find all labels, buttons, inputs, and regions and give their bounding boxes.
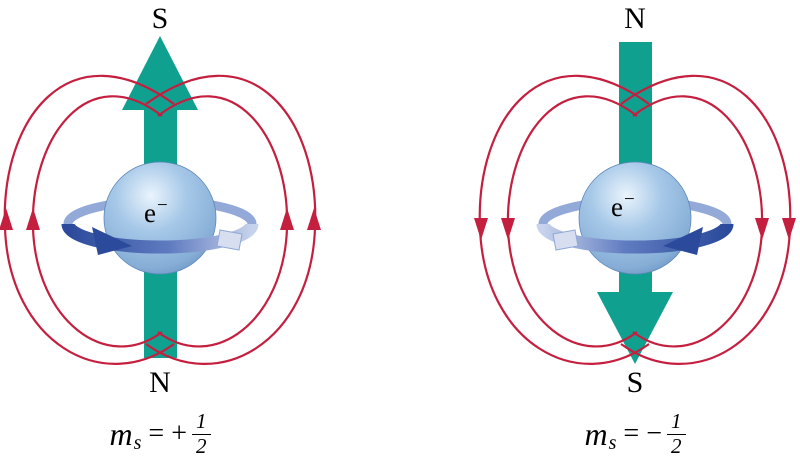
field-arrowhead-down-icon xyxy=(501,218,515,240)
fraction-denominator: 2 xyxy=(196,433,207,458)
ms-subscript: s xyxy=(133,431,142,454)
electron-label: e− xyxy=(144,195,168,228)
fraction: 1 2 xyxy=(192,409,211,458)
spin-ring-tab xyxy=(216,229,243,251)
electron-label: e− xyxy=(611,189,635,222)
field-arrowhead-up-icon xyxy=(26,208,40,230)
electron-sphere xyxy=(103,161,217,275)
ms-variable: m xyxy=(109,415,133,452)
panel-spin-up: e− S N xyxy=(0,2,321,399)
equals-sign: = xyxy=(148,418,165,449)
fraction-numerator: 1 xyxy=(667,409,686,435)
ms-subscript: s xyxy=(608,431,617,454)
pole-label-top: N xyxy=(624,2,646,35)
panel-spin-down: e− N S xyxy=(474,2,796,399)
fraction-numerator: 1 xyxy=(192,409,211,435)
electron-sphere xyxy=(578,161,692,275)
minus-sign: − xyxy=(646,418,662,449)
moment-arrowhead-down-icon xyxy=(597,292,673,364)
equals-sign: = xyxy=(623,418,640,449)
plus-sign: + xyxy=(171,418,187,449)
ms-variable: m xyxy=(584,415,608,452)
moment-arrowhead-up-icon xyxy=(122,36,198,110)
pole-label-bottom: N xyxy=(149,366,171,399)
field-arrowhead-down-icon xyxy=(755,218,769,240)
spin-ring-tab xyxy=(552,229,579,251)
field-arrowhead-up-icon xyxy=(307,208,321,230)
field-arrowhead-down-icon xyxy=(782,218,796,240)
pole-label-top: S xyxy=(152,2,169,35)
spin-ring-arrowhead-icon xyxy=(663,227,703,255)
spin-ring-arrowhead-icon xyxy=(92,227,132,255)
field-arrowhead-down-icon xyxy=(474,218,488,240)
fraction-denominator: 2 xyxy=(671,433,682,458)
pole-label-bottom: S xyxy=(627,366,644,399)
field-arrowhead-up-icon xyxy=(0,208,13,230)
field-arrowhead-up-icon xyxy=(280,208,294,230)
fraction: 1 2 xyxy=(667,409,686,458)
